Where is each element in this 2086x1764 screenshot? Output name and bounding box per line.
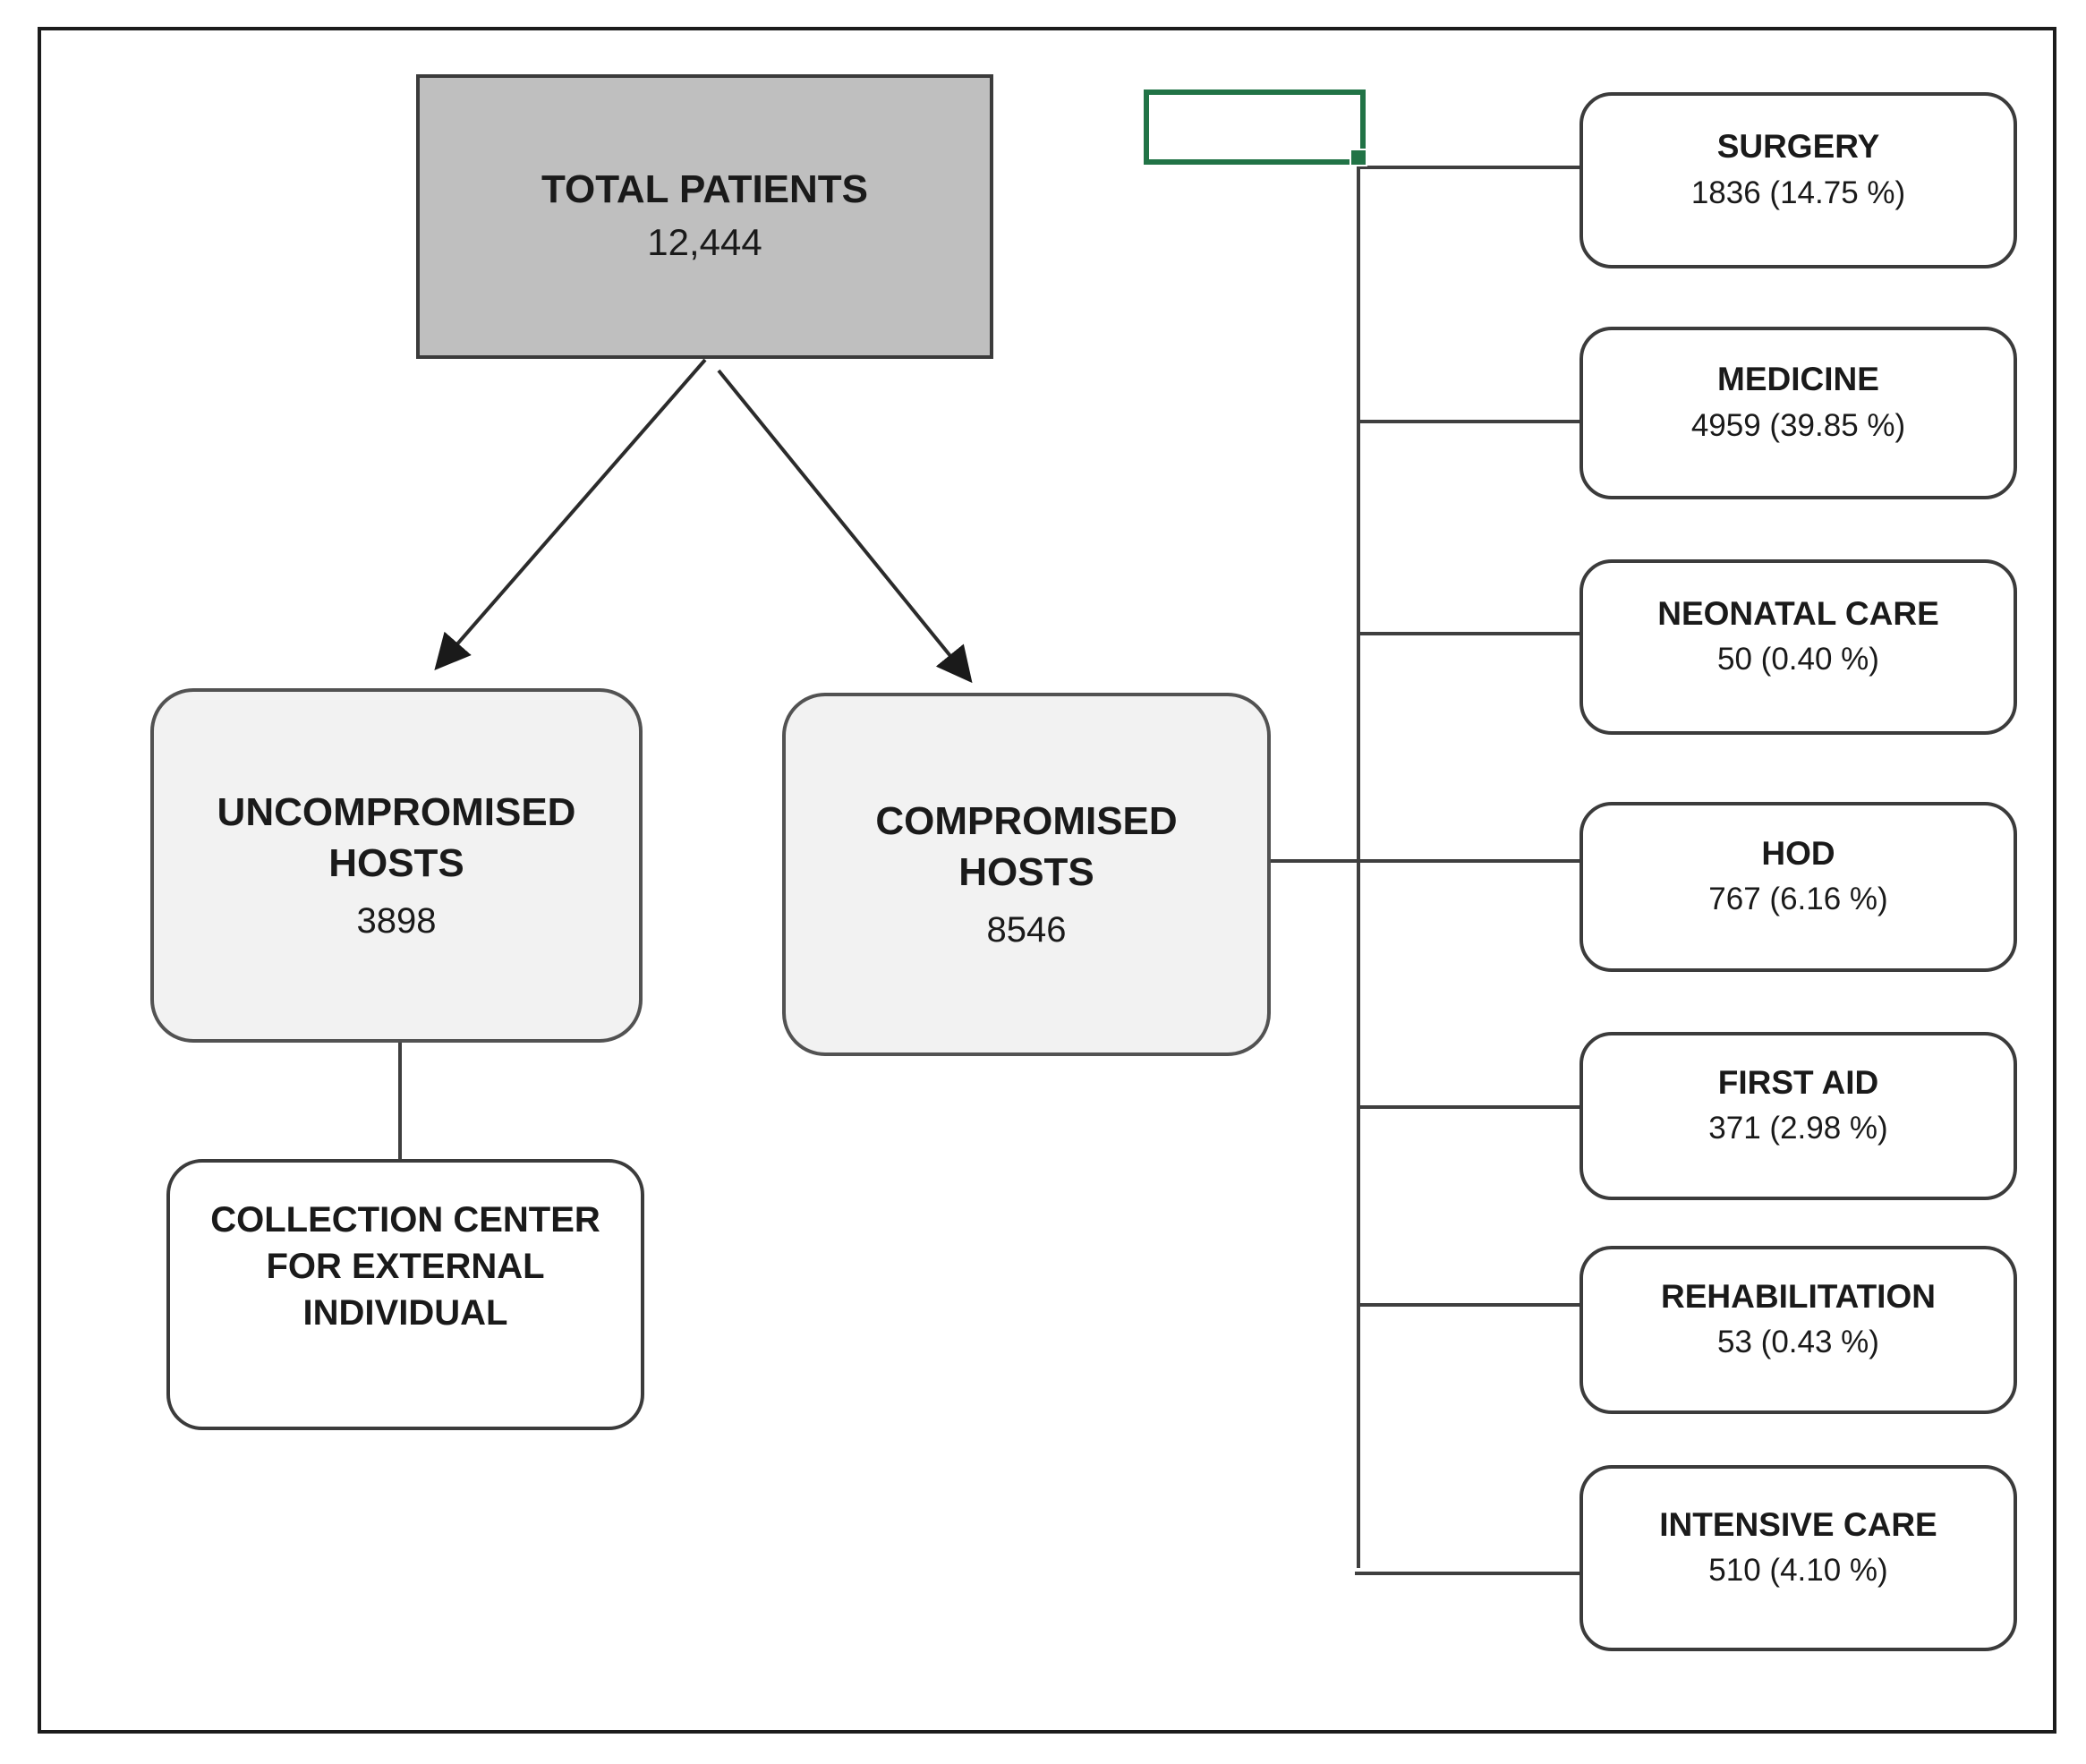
dept-medicine-value: 4959 (39.85 %) (1690, 407, 1906, 443)
node-total-patients: TOTAL PATIENTS 12,444 (416, 74, 993, 359)
dept-node-rehabilitation: REHABILITATION 53 (0.43 %) (1579, 1246, 2017, 1414)
dept-neonatal-label: NEONATAL CARE (1657, 594, 1939, 632)
total-patients-label: TOTAL PATIENTS (541, 166, 869, 211)
excel-fill-handle[interactable] (1350, 149, 1367, 166)
uncompromised-label-line2: HOSTS (328, 841, 464, 885)
compromised-label-line2: HOSTS (958, 850, 1094, 894)
excel-cell-selection-box (1144, 89, 1367, 166)
dept-node-medicine: MEDICINE 4959 (39.85 %) (1579, 327, 2017, 499)
dept-hod-value: 767 (6.16 %) (1708, 882, 1888, 917)
dept-rehab-value: 53 (0.43 %) (1717, 1325, 1879, 1360)
dept-intensive-label: INTENSIVE CARE (1659, 1505, 1937, 1543)
dept-node-neonatal-care: NEONATAL CARE 50 (0.40 %) (1579, 559, 2017, 735)
node-collection-center: COLLECTION CENTER FOR EXTERNAL INDIVIDUA… (166, 1159, 644, 1430)
node-uncompromised-hosts: UNCOMPROMISED HOSTS 3898 (150, 688, 643, 1043)
dept-node-intensive-care: INTENSIVE CARE 510 (4.10 %) (1579, 1465, 2017, 1651)
dept-rehab-label: REHABILITATION (1661, 1277, 1936, 1315)
dept-node-first-aid: FIRST AID 371 (2.98 %) (1579, 1032, 2017, 1200)
compromised-label-line1: COMPROMISED (875, 798, 1178, 843)
compromised-value: 8546 (986, 910, 1067, 950)
node-compromised-hosts: COMPROMISED HOSTS 8546 (782, 693, 1271, 1056)
collection-label-line2: FOR EXTERNAL (266, 1246, 545, 1286)
dept-neonatal-value: 50 (0.40 %) (1717, 642, 1879, 677)
dept-intensive-value: 510 (4.10 %) (1708, 1553, 1888, 1589)
dept-hod-label: HOD (1761, 834, 1835, 872)
dept-surgery-value: 1836 (14.75 %) (1690, 175, 1906, 210)
dept-node-surgery: SURGERY 1836 (14.75 %) (1579, 92, 2017, 268)
dept-surgery-label: SURGERY (1716, 128, 1880, 166)
dept-firstaid-value: 371 (2.98 %) (1708, 1111, 1888, 1146)
total-patients-value: 12,444 (647, 221, 762, 264)
dept-firstaid-label: FIRST AID (1717, 1063, 1879, 1101)
collection-label-line1: COLLECTION CENTER (210, 1199, 600, 1240)
collection-label-line3: INDIVIDUAL (302, 1292, 508, 1333)
uncompromised-value: 3898 (356, 901, 437, 942)
uncompromised-label-line1: UNCOMPROMISED (217, 789, 576, 834)
dept-medicine-label: MEDICINE (1717, 361, 1879, 398)
dept-node-hod: HOD 767 (6.16 %) (1579, 802, 2017, 972)
